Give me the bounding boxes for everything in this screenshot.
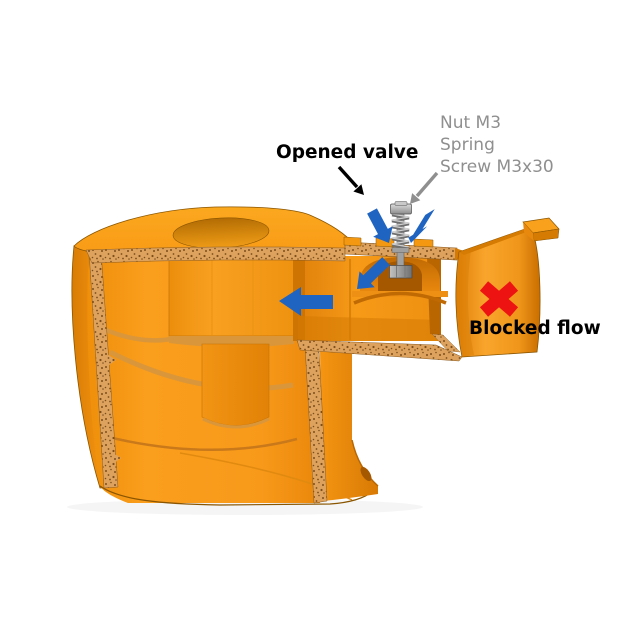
plate-tab-right [413, 238, 434, 248]
pipe-floor-shadow [298, 316, 441, 341]
inner-cylinder [168, 258, 295, 429]
valve-nut [389, 265, 413, 279]
pipe-bottom-section [296, 339, 463, 362]
blocked-flow-label: Blocked flow [469, 318, 601, 339]
red-x-icon [479, 281, 519, 317]
fastener-labels: Nut M3 Spring Screw M3x30 [440, 112, 554, 178]
inner-cylinder-lower [201, 343, 270, 426]
spring-washer [391, 247, 410, 253]
tank-top-face [73, 206, 358, 253]
outlet-flange-side [523, 222, 534, 241]
valve-screw-assembly [389, 201, 413, 279]
spring-label: Spring [440, 135, 495, 155]
pipe-support-bracket [320, 350, 379, 501]
flow-arrow-upperleft-icon [367, 208, 393, 243]
spring-coil [391, 213, 410, 248]
screw-label: Screw M3x30 [440, 157, 554, 177]
valve-seat-arc [353, 291, 447, 305]
tank-body [71, 245, 374, 506]
opened-valve-label: Opened valve [276, 142, 419, 163]
tank-bottom-edge [99, 485, 374, 506]
gray-arrow-icon [415, 171, 439, 198]
flow-arrow-downleft-icon [357, 257, 390, 289]
outlet-flange-front [532, 228, 560, 242]
bracket-notch [360, 466, 372, 482]
nut-label: Nut M3 [440, 113, 502, 133]
flow-arrows [279, 208, 435, 316]
top-rim-section [85, 246, 346, 264]
flow-arrow-upperright-icon [408, 209, 435, 243]
plate-lip-left [343, 236, 362, 247]
opened-valve-pointer [337, 165, 364, 195]
fastener-pointer [410, 171, 439, 204]
flow-arrow-left-icon [279, 287, 333, 316]
outlet-bottom-section [431, 333, 461, 353]
black-arrow-icon [337, 165, 359, 189]
